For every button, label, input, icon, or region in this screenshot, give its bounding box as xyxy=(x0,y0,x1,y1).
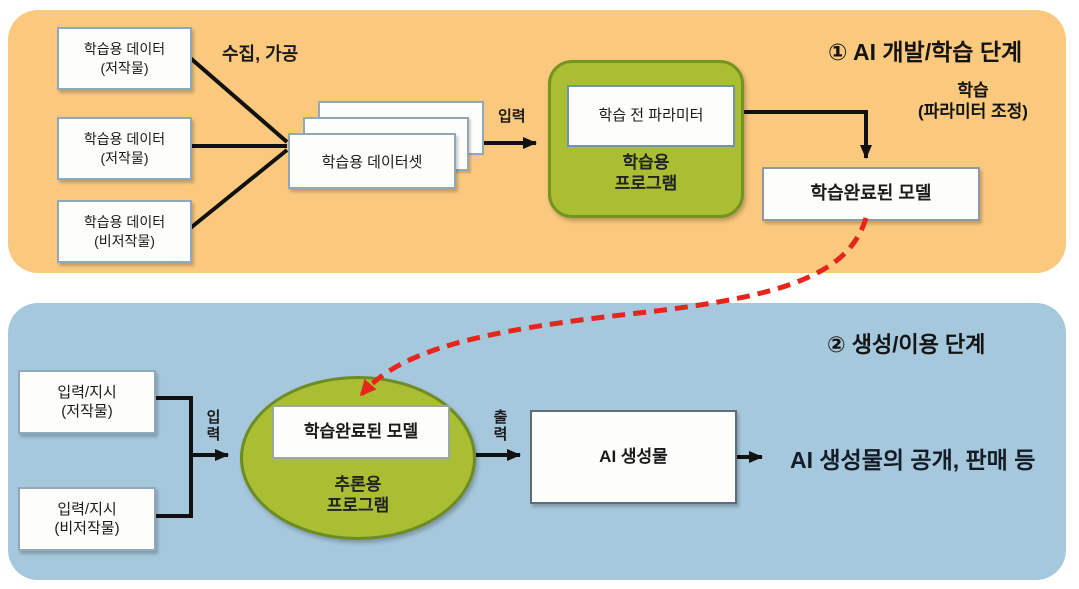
training-data-box-line2: (비저작물) xyxy=(94,232,155,249)
training-data-box: 학습용 데이터 (저작물) xyxy=(57,27,192,90)
pre-training-params-box: 학습 전 파라미터 xyxy=(567,85,735,147)
inference-program-label-line1: 추론용 xyxy=(334,475,382,494)
input-instruction-box: 입력/지시 (저작물) xyxy=(18,370,156,434)
inference-program-label-line2: 프로그램 xyxy=(326,496,390,516)
training-data-box-line1: 학습용 데이터 xyxy=(83,41,166,58)
learning-note: 학습 (파라미터 조정) xyxy=(888,80,1058,123)
trained-model-box: 학습완료된 모델 xyxy=(762,167,980,221)
training-data-box-line1: 학습용 데이터 xyxy=(83,214,166,231)
training-data-box: 학습용 데이터 (비저작물) xyxy=(57,200,192,263)
training-data-box-line2: (저작물) xyxy=(100,149,149,166)
input-arrow-label: 입력 xyxy=(498,108,526,125)
training-program-label: 학습용 프로그램 xyxy=(548,152,744,195)
collect-process-label: 수집, 가공 xyxy=(222,44,299,64)
input-instruction-line1: 입력/지시 xyxy=(57,383,117,401)
learning-note-line2: (파라미터 조정) xyxy=(918,102,1028,122)
training-program-label-line1: 학습용 xyxy=(622,153,670,172)
trained-model-box-inference: 학습완료된 모델 xyxy=(272,405,450,459)
input-instruction-box: 입력/지시 (비저작물) xyxy=(18,487,156,551)
output-vertical-label: 출력 xyxy=(493,409,508,444)
input-instruction-line2: (비저작물) xyxy=(54,520,120,537)
training-program-label-line2: 프로그램 xyxy=(614,174,678,194)
inference-program-label: 추론용 프로그램 xyxy=(258,474,458,517)
stage2-title: ② 생성/이용 단계 xyxy=(827,332,986,357)
training-data-box-line2: (저작물) xyxy=(100,59,149,76)
training-data-box-line1: 학습용 데이터 xyxy=(83,131,166,148)
ai-output-usage-text: AI 생성물의 공개, 판매 등 xyxy=(790,447,1036,473)
dataset-box: 학습용 데이터셋 xyxy=(288,133,456,189)
input-vertical-label: 입력 xyxy=(206,409,221,444)
training-data-box: 학습용 데이터 (저작물) xyxy=(57,117,192,180)
input-instruction-line1: 입력/지시 xyxy=(57,500,117,518)
stage1-title: ① AI 개발/학습 단계 xyxy=(828,39,1023,65)
input-instruction-line2: (저작물) xyxy=(61,403,113,420)
ai-output-box: AI 생성물 xyxy=(530,410,737,504)
learning-note-line1: 학습 xyxy=(957,81,989,100)
